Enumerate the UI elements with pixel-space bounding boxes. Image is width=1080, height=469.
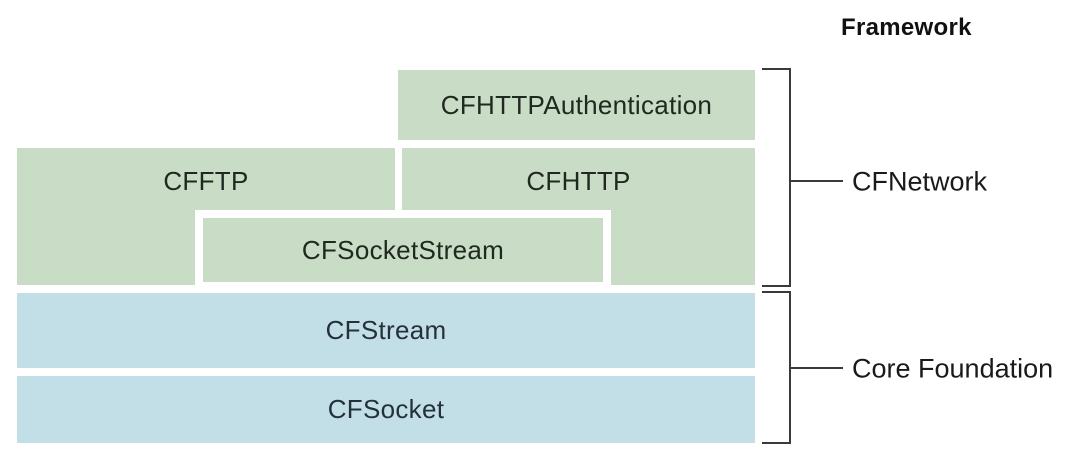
cfnetwork-bracket <box>762 68 791 287</box>
box-cfhttpauthentication-label: CFHTTPAuthentication <box>440 89 713 120</box>
box-cfsocketstream: CFSocketStream <box>195 210 611 290</box>
box-cfstream-label: CFStream <box>325 315 447 345</box>
framework-heading: Framework <box>841 14 972 41</box>
core-foundation-bracket-connector <box>791 367 843 369</box>
box-cfhttp-label: CFHTTP <box>526 165 631 196</box>
box-cfsocket: CFSocket <box>17 376 755 443</box>
box-cfsocketstream-label: CFSocketStream <box>301 234 505 265</box>
cfnetwork-group-label: CFNetwork <box>852 166 988 197</box>
core-foundation-bracket <box>762 291 791 444</box>
box-cfstream: CFStream <box>17 293 755 368</box>
box-cfhttpauthentication: CFHTTPAuthentication <box>398 70 755 140</box>
box-cfsocket-label: CFSocket <box>327 394 445 424</box>
core-foundation-group-label: Core Foundation <box>852 353 1054 384</box>
cfnetwork-bracket-connector <box>791 180 843 182</box>
box-cfftp-label: CFFTP <box>163 165 249 196</box>
